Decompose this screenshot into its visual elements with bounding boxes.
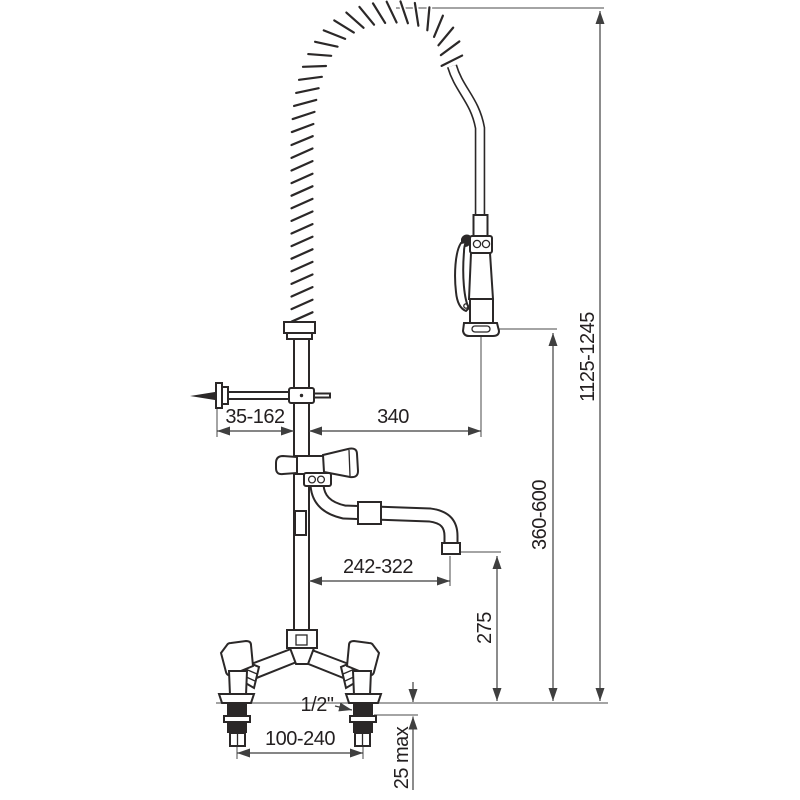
coil-loop xyxy=(290,147,314,159)
coil-loop xyxy=(295,87,320,94)
coil-loop xyxy=(439,40,461,57)
coil-loop xyxy=(437,26,455,47)
spray-trigger-lever xyxy=(454,240,471,313)
coil-loop xyxy=(440,54,464,67)
spray-face xyxy=(461,322,501,337)
coil-loop xyxy=(322,29,347,40)
spout-outlet xyxy=(441,542,461,555)
label-thread-size: 1/2" xyxy=(301,694,334,716)
coil-loop xyxy=(290,286,314,298)
column-top-collar xyxy=(283,321,316,334)
spray-face-slot xyxy=(471,325,491,333)
base-cone xyxy=(288,647,316,665)
hose-fill xyxy=(448,64,484,236)
coil-loop xyxy=(290,298,314,311)
label-inlet-centres: 100-240 xyxy=(265,728,335,750)
bracket-clamp-screw xyxy=(299,393,304,398)
label-spray-clearance: 360-600 xyxy=(529,480,551,550)
label-total-height: 1125-1245 xyxy=(577,312,599,402)
bracket-rod-stub xyxy=(313,392,331,399)
pre-rinse-unit xyxy=(190,0,501,747)
coil-loop xyxy=(307,52,333,57)
coil-loop xyxy=(290,210,314,222)
fitting-detail-right xyxy=(481,239,491,249)
spout-joint-sleeve xyxy=(357,501,382,525)
coil-loop xyxy=(290,311,314,323)
spout-valve-knob xyxy=(275,454,298,476)
spray-body-upper xyxy=(467,252,495,300)
coil-loop xyxy=(290,122,315,134)
spray-head xyxy=(454,214,501,337)
coil-loop xyxy=(290,235,314,248)
spout-fill xyxy=(311,484,457,543)
column-top-lip xyxy=(286,332,313,340)
coil-loop xyxy=(426,6,431,32)
coil-loop xyxy=(301,64,328,68)
coil-loop xyxy=(290,223,314,235)
coil-loop xyxy=(290,160,314,172)
coil-loop xyxy=(290,185,314,197)
fitting-detail-left xyxy=(472,239,482,249)
coil-spring-loops xyxy=(288,0,465,325)
deck-mount-base xyxy=(218,629,382,747)
coil-loop xyxy=(333,19,355,34)
label-spray-offset: 340 xyxy=(377,406,409,428)
trigger-pivot xyxy=(463,303,469,309)
wall-bracket xyxy=(190,382,331,409)
bracket-screw-tip xyxy=(190,391,218,401)
leader-thread-size xyxy=(334,702,353,712)
label-deck-thickness: 25 max xyxy=(391,726,413,789)
label-spout-reach: 242-322 xyxy=(343,556,413,578)
add-on-faucet xyxy=(275,447,461,555)
coil-loop xyxy=(345,11,365,29)
coil-loop xyxy=(385,0,398,24)
label-bracket-range: 35-162 xyxy=(225,406,285,428)
label-spout-height: 275 xyxy=(474,612,496,644)
coil-loop xyxy=(413,1,420,27)
nut-detail-left xyxy=(307,475,317,484)
bracket-rod xyxy=(227,391,291,400)
coil-loop xyxy=(290,197,314,210)
coil-loop xyxy=(297,75,323,81)
coil-loop xyxy=(291,110,316,121)
spout-valve-body xyxy=(293,455,325,475)
base-nut-window xyxy=(295,634,308,646)
coil-loop xyxy=(371,2,387,25)
coil-loop xyxy=(290,172,314,185)
coil-loop xyxy=(292,98,318,108)
coil-loop xyxy=(399,0,409,25)
coil-loop xyxy=(358,5,376,26)
column-sleeve-detail xyxy=(294,510,307,536)
spray-body-lower xyxy=(469,298,494,324)
dimensions: 35-162 340 242-322 100-240 1/2" 275 360-… xyxy=(217,11,605,790)
nut-detail-right xyxy=(316,475,326,484)
coil-loop xyxy=(290,248,314,260)
coil-loop xyxy=(290,273,314,285)
coil-loop xyxy=(290,260,314,273)
coil-loop xyxy=(313,40,339,48)
coil-loop xyxy=(432,14,444,38)
coil-loop xyxy=(290,135,314,147)
spray-neck xyxy=(472,214,489,239)
